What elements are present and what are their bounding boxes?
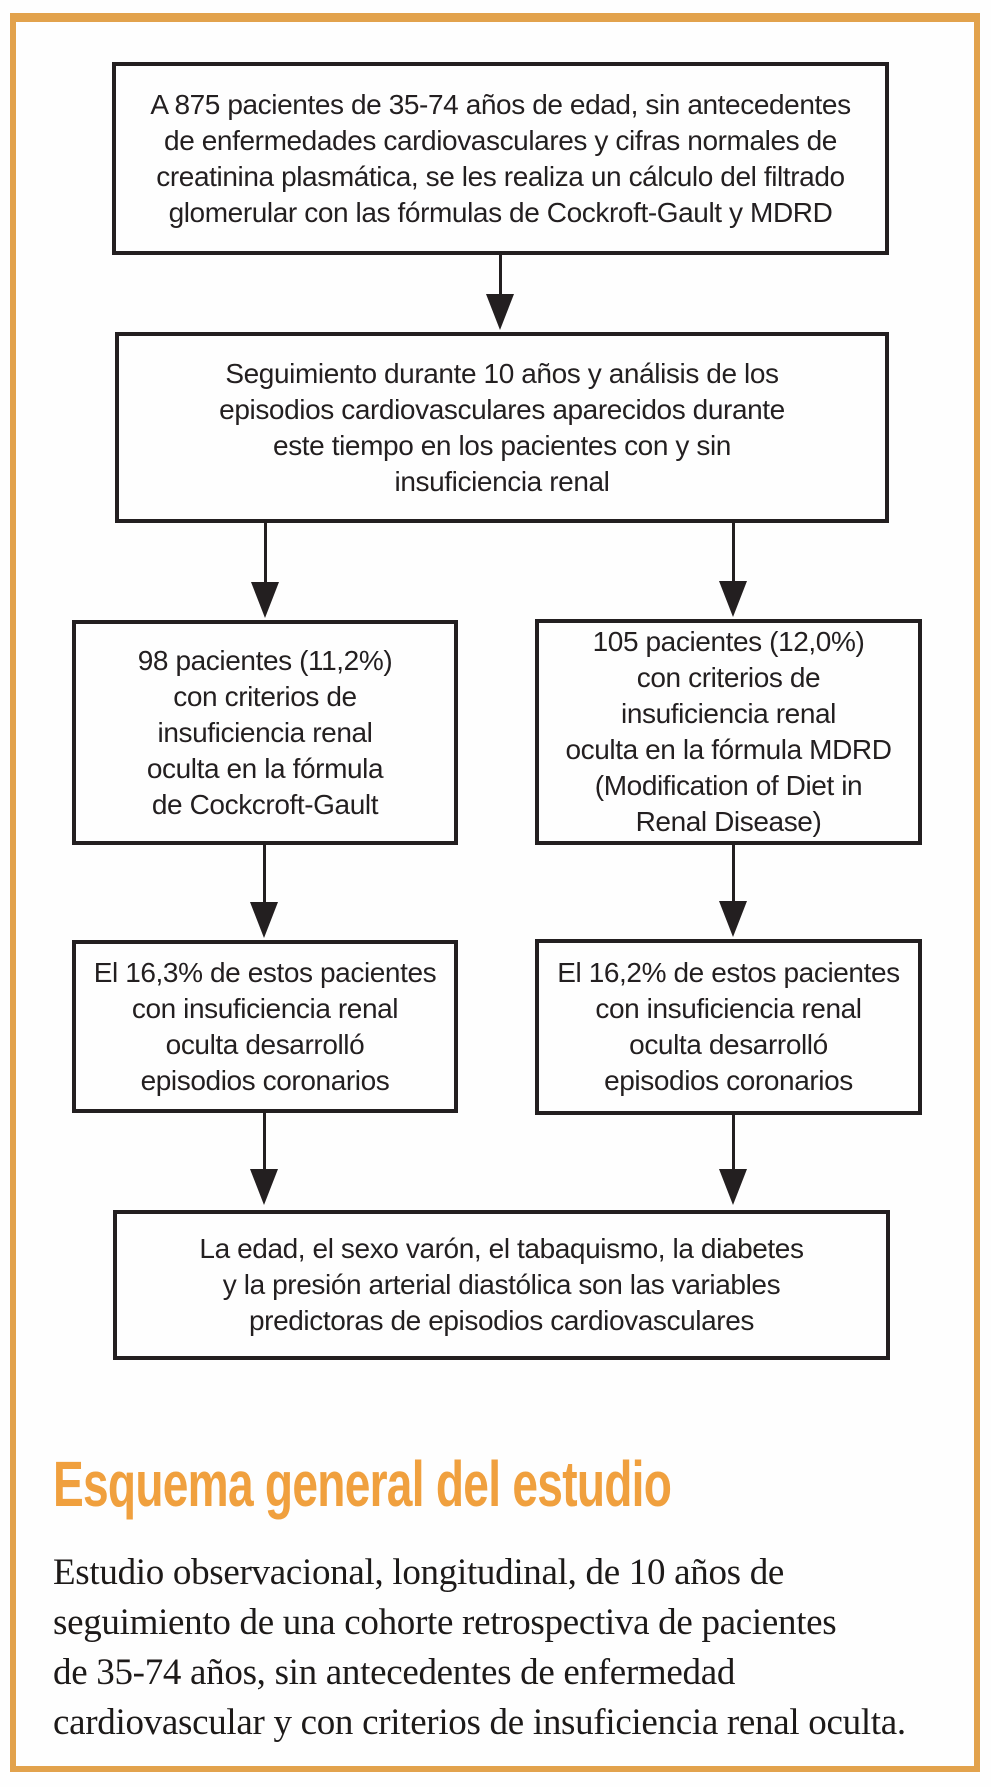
arrow-down-icon	[249, 1113, 279, 1205]
arrow-head-icon	[251, 582, 279, 618]
section-heading: Esquema general del estudio	[53, 1448, 672, 1520]
arrow-head-icon	[250, 902, 278, 938]
flow-box-mdrd-criteria-text: 105 pacientes (12,0%) con criterios de i…	[565, 626, 892, 837]
arrow-stem	[263, 523, 267, 582]
arrow-down-icon	[485, 255, 515, 330]
study-description: Estudio observacional, longitudinal, de …	[53, 1552, 906, 1743]
flow-box-cohort-text: A 875 pacientes de 35-74 años de edad, s…	[150, 88, 851, 228]
flow-box-cockcroft-gault-events-text: El 16,3% de estos pacientes con insufici…	[93, 956, 437, 1096]
arrow-down-icon	[718, 1115, 748, 1205]
page-border-frame	[10, 13, 980, 1772]
flow-box-cohort: A 875 pacientes de 35-74 años de edad, s…	[112, 62, 889, 255]
arrow-head-icon	[486, 294, 514, 330]
flow-box-mdrd-criteria: 105 pacientes (12,0%) con criterios de i…	[535, 619, 922, 845]
arrow-down-icon	[250, 523, 280, 618]
arrow-down-icon	[718, 845, 748, 937]
flow-box-predictors: La edad, el sexo varón, el tabaquismo, l…	[113, 1210, 890, 1360]
arrow-head-icon	[719, 901, 747, 937]
flow-box-predictors-text: La edad, el sexo varón, el tabaquismo, l…	[199, 1233, 804, 1336]
flow-box-followup-text: Seguimiento durante 10 años y análisis d…	[219, 357, 785, 497]
flow-box-cockcroft-gault-events: El 16,3% de estos pacientes con insufici…	[72, 940, 458, 1113]
arrow-down-icon	[718, 523, 748, 617]
arrow-stem	[262, 845, 266, 902]
arrow-stem	[731, 1115, 735, 1169]
flow-box-mdrd-events-text: El 16,2% de estos pacientes con insufici…	[557, 957, 900, 1096]
flow-box-followup: Seguimiento durante 10 años y análisis d…	[115, 332, 889, 523]
arrow-stem	[731, 845, 735, 901]
arrow-head-icon	[719, 581, 747, 617]
flow-box-cockcroft-gault-criteria-text: 98 pacientes (11,2%) con criterios de in…	[137, 644, 393, 820]
flow-box-mdrd-events: El 16,2% de estos pacientes con insufici…	[535, 939, 922, 1115]
arrow-head-icon	[250, 1169, 278, 1205]
arrow-down-icon	[249, 845, 279, 938]
arrow-stem	[498, 255, 502, 294]
arrow-head-icon	[719, 1169, 747, 1205]
arrow-stem	[731, 523, 735, 581]
arrow-stem	[262, 1113, 266, 1169]
flow-box-cockcroft-gault-criteria: 98 pacientes (11,2%) con criterios de in…	[72, 620, 458, 845]
